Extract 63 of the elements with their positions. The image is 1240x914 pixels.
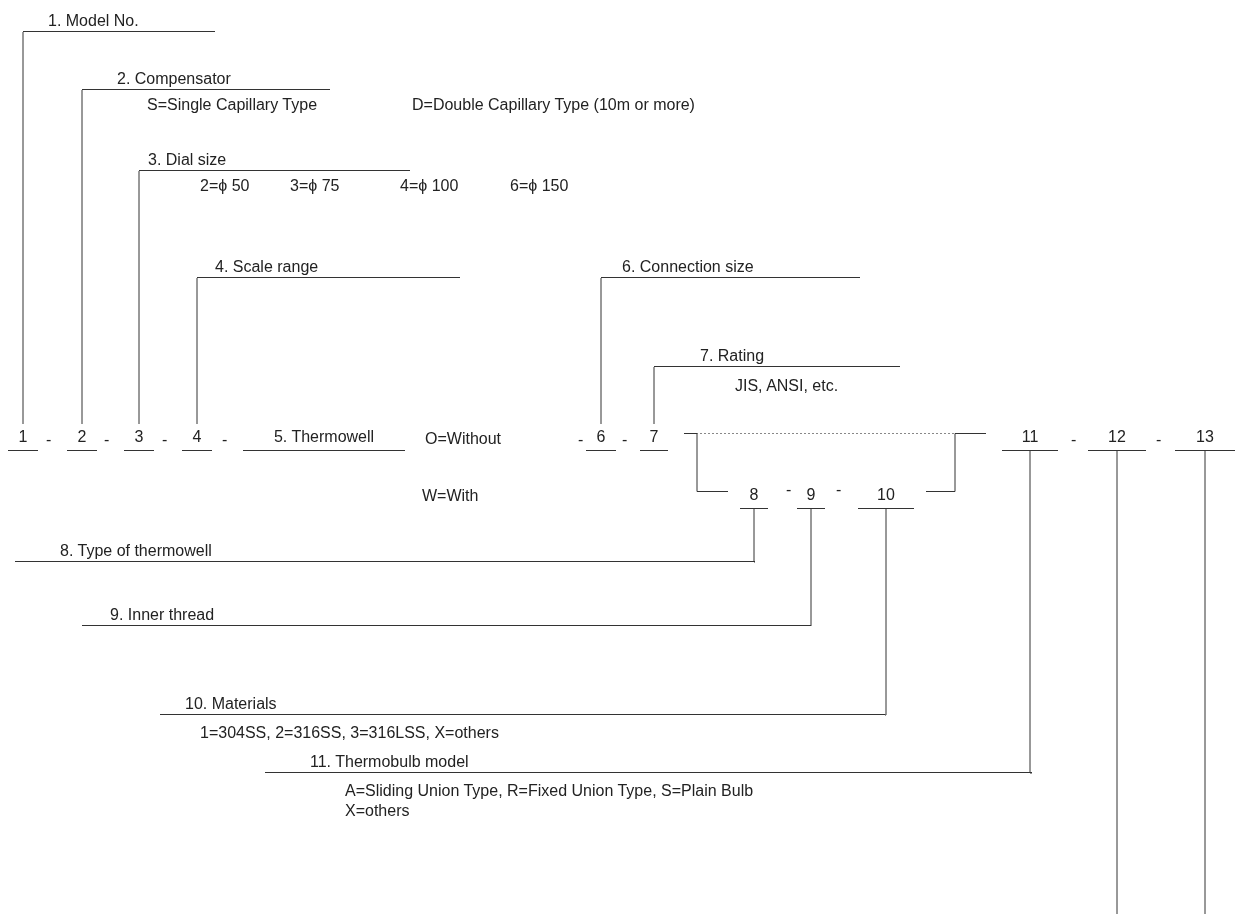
leader-line	[810, 508, 812, 627]
item-heading: 4. Scale range	[215, 257, 319, 277]
leader-line	[1029, 450, 1033, 774]
item-heading: 11. Thermobulb model	[310, 752, 469, 772]
leader-line	[683, 433, 729, 492]
description-block	[82, 605, 811, 628]
option-text: W=With	[422, 487, 479, 505]
separator-dash: -	[836, 481, 842, 499]
description-block	[23, 11, 215, 34]
item-heading: 2. Compensator	[117, 69, 231, 89]
code-field: 12	[1088, 424, 1146, 451]
description-block	[15, 541, 755, 564]
leader-line	[884, 508, 887, 716]
leader-line	[196, 277, 198, 425]
leader-line	[81, 89, 83, 425]
leader-line	[753, 508, 756, 563]
leader-line	[138, 170, 140, 425]
separator-dash: -	[1071, 431, 1077, 449]
code-field: 3	[124, 424, 154, 451]
item-heading: 3. Dial size	[148, 150, 227, 170]
code-field: 2	[67, 424, 97, 451]
separator-dash: -	[104, 431, 110, 449]
item-heading: 8. Type of thermowell	[60, 541, 212, 561]
code-field: 8	[740, 482, 768, 509]
item-heading: 9. Inner thread	[110, 605, 215, 625]
item-heading: 7. Rating	[700, 346, 765, 366]
option-text: A=Sliding Union Type, R=Fixed Union Type, S=Plain Bulb X=others	[345, 781, 755, 821]
leader-line	[22, 31, 24, 425]
item-heading: 10. Materials	[185, 694, 277, 714]
description-block	[601, 257, 860, 280]
code-field: 4	[182, 424, 212, 451]
separator-dash: -	[578, 431, 584, 449]
separator-dash: -	[162, 431, 168, 449]
leader-line	[653, 366, 655, 425]
separator-dash: -	[1156, 431, 1162, 449]
code-field: 5. Thermowell	[243, 424, 405, 451]
option-text: 4=ϕ 100	[400, 177, 459, 195]
leader-line	[600, 277, 602, 425]
description-block	[197, 257, 460, 280]
item-heading: 1. Model No.	[48, 11, 139, 31]
separator-dash: -	[786, 481, 792, 499]
code-field: 10	[858, 482, 914, 509]
leader-line	[1116, 450, 1118, 914]
separator-dash: -	[222, 431, 228, 449]
code-field: 11	[1002, 424, 1058, 451]
option-text: O=Without	[425, 430, 502, 448]
separator-dash: -	[622, 431, 628, 449]
option-text: 6=ϕ 150	[510, 177, 569, 195]
code-field: 7	[640, 424, 668, 451]
separator-dash: -	[46, 431, 52, 449]
option-text: S=Single Capillary Type	[147, 96, 318, 114]
code-field: 9	[797, 482, 825, 509]
code-field: 1	[8, 424, 38, 451]
code-field: 6	[586, 424, 616, 451]
code-field: 13	[1175, 424, 1235, 451]
option-text: JIS, ANSI, etc.	[735, 377, 839, 395]
option-text: 2=ϕ 50	[200, 177, 250, 195]
option-text: 3=ϕ 75	[290, 177, 340, 195]
leader-line	[925, 433, 987, 492]
leader-line	[1204, 450, 1206, 914]
item-heading: 6. Connection size	[622, 257, 754, 277]
option-text: D=Double Capillary Type (10m or more)	[412, 96, 695, 114]
option-text: 1=304SS, 2=316SS, 3=316LSS, X=others	[200, 724, 499, 742]
